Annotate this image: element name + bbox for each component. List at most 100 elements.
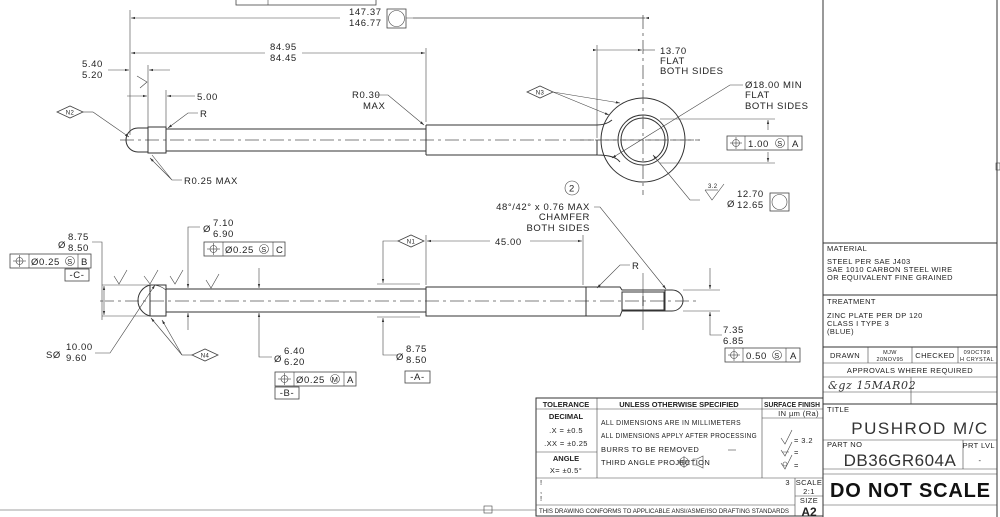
note-n2-flag: N2 — [56, 105, 130, 138]
xx-tolerance: .XX = ±0.25 — [544, 439, 588, 448]
flat-position-fcf: 0.50 S A — [724, 347, 801, 363]
treatment-line-1: ZINC PLATE PER DP 120 — [827, 311, 923, 320]
sphere-dia-symbol: SØ — [46, 350, 61, 361]
radius-030-label: R0.30 — [352, 90, 380, 101]
approval-signature: &gz 15MAR02 — [828, 379, 916, 392]
checked-date: 09OCT98 — [964, 350, 991, 356]
note-n4-flag: N4 — [150, 317, 219, 362]
rod-position-fcf: Ø0.25 M A — [274, 371, 357, 387]
head-dia-min: 8.50 — [68, 243, 89, 254]
rod-dia-min: 6.20 — [284, 357, 305, 368]
datum-a-box — [404, 370, 431, 384]
rod-length-min: 84.45 — [270, 53, 297, 64]
unless-header: UNLESS OTHERWISE SPECIFIED — [619, 400, 739, 409]
note-1: ALL DIMENSIONS ARE IN MILLIMETERS — [601, 418, 741, 427]
basic-dim-box — [386, 8, 407, 29]
angle-tolerance: X= ±0.5° — [550, 466, 582, 475]
neck-fcf-datum: C — [276, 245, 283, 256]
rod-fcf-datum: A — [347, 375, 354, 386]
part-no-label: PART NO — [827, 440, 862, 449]
material-label: MATERIAL — [827, 244, 867, 253]
flat-fcf-tolerance: 0.50 — [746, 351, 767, 362]
head-collar — [149, 284, 167, 317]
head-dia-symbol: Ø — [58, 240, 66, 251]
head-width-max: 5.40 — [82, 59, 103, 70]
drawn-date: 20NOV95 — [877, 357, 904, 363]
flat-width-dim: 13.70 — [660, 46, 687, 57]
overall-length-min: 146.77 — [349, 18, 382, 29]
head-fcf-datum: B — [81, 257, 88, 268]
shank-dia-symbol: Ø — [396, 352, 404, 363]
surface-check — [136, 75, 148, 89]
border-marker — [483, 505, 493, 514]
tolerance-table: TOLERANCE DECIMAL .X = ±0.5 .XX = ±0.25 … — [535, 397, 824, 517]
eye-flat-label: FLAT — [745, 90, 770, 101]
top-partial-note-box — [235, 0, 377, 6]
thick-rod — [425, 119, 621, 163]
ball-end — [125, 127, 149, 153]
flat-fcf-datum: A — [790, 351, 797, 362]
chamfer-label: CHAMFER — [539, 212, 590, 223]
x-tolerance: .X = ±0.5 — [549, 426, 583, 435]
rod-fcf-tolerance: Ø0.25 — [296, 375, 325, 386]
prt-lvl-label: PRT LVL — [963, 441, 995, 450]
drawn-label: DRAWN — [830, 351, 860, 360]
neck-fcf-tolerance: Ø0.25 — [225, 245, 254, 256]
chamfer-spec: 48°/42° x 0.76 MAX — [496, 202, 590, 213]
radius-r-bottom: R — [632, 261, 639, 272]
chamfer-both-sides: BOTH SIDES — [526, 223, 590, 234]
drawn-by: MJW — [883, 350, 897, 356]
surface-value-1: = 3.2 — [794, 436, 813, 445]
surface-finish-header: SURFACE FINISH — [764, 400, 820, 409]
eye-both-sides-label: BOTH SIDES — [745, 101, 809, 112]
eye-fcf-tolerance: 1.00 — [748, 139, 769, 150]
neck-dia-max: 7.10 — [213, 218, 234, 229]
both-sides-label: BOTH SIDES — [660, 66, 724, 77]
title-block: MATERIAL STEEL PER SAE J403 SAE 1010 CAR… — [822, 0, 1000, 517]
hatched-section — [585, 286, 666, 317]
shank-body — [425, 286, 587, 317]
item-balloon — [564, 180, 580, 196]
collar-dim: 5.00 — [197, 92, 218, 103]
revision-mark: ! — [540, 478, 542, 487]
material-line-3: OR EQUIVALENT FINE GRAINED — [827, 273, 953, 282]
sphere-dia-max: 10.00 — [66, 342, 93, 353]
eye-position-fcf: 1.00 S A — [726, 135, 803, 151]
sphere-end — [137, 284, 151, 317]
do-not-scale-warning: DO NOT SCALE — [830, 480, 990, 502]
flat-fcf-modifier: S — [774, 351, 779, 360]
note-n4-text: N4 — [201, 354, 210, 360]
prt-lvl-value: - — [979, 456, 982, 465]
rod-dia-symbol: Ø — [274, 354, 282, 365]
neck-dia-symbol: Ø — [203, 224, 211, 235]
bore-dia-min: 12.65 — [737, 200, 764, 211]
eye-flat-dia: Ø18.00 MIN — [745, 80, 802, 91]
size-value: A2 — [801, 505, 817, 517]
note-4: THIRD ANGLE PROJECTION — [601, 458, 710, 467]
datum-c: -C- — [70, 270, 85, 281]
scale-value: 2:1 — [803, 487, 815, 496]
bottom-view: Ø 8.75 8.50 Ø0.25 S B -C- Ø 7.10 6.90 Ø0… — [9, 202, 801, 400]
chamfered-end — [664, 289, 684, 312]
flat-label: FLAT — [660, 56, 685, 67]
item-balloon-number: 2 — [569, 184, 575, 195]
angle-label: ANGLE — [553, 454, 579, 463]
note-n3-flag: N3 — [526, 85, 621, 116]
bore-dia-symbol: Ø — [727, 199, 735, 210]
eye-fcf-modifier: S — [777, 139, 782, 148]
note-n1-flag: N1 — [397, 234, 425, 248]
bore-dia-max: 12.70 — [737, 189, 764, 200]
decimal-label: DECIMAL — [549, 412, 584, 421]
surface-finish-symbol — [704, 183, 725, 201]
checked-label: CHECKED — [915, 351, 955, 360]
scale-label: SCALE — [796, 478, 823, 487]
overall-length-max: 147.37 — [349, 7, 382, 18]
bore-basic-box — [769, 192, 790, 212]
head-fcf-tolerance: Ø0.25 — [31, 257, 60, 268]
material-line-1: STEEL PER SAE J403 — [827, 257, 911, 266]
sheet-mark: 3 — [785, 478, 790, 487]
approvals-label: APPROVALS WHERE REQUIRED — [847, 366, 973, 375]
surface-units: IN µm (Ra) — [778, 409, 819, 418]
radius-025-label: R0.25 MAX — [184, 176, 238, 187]
